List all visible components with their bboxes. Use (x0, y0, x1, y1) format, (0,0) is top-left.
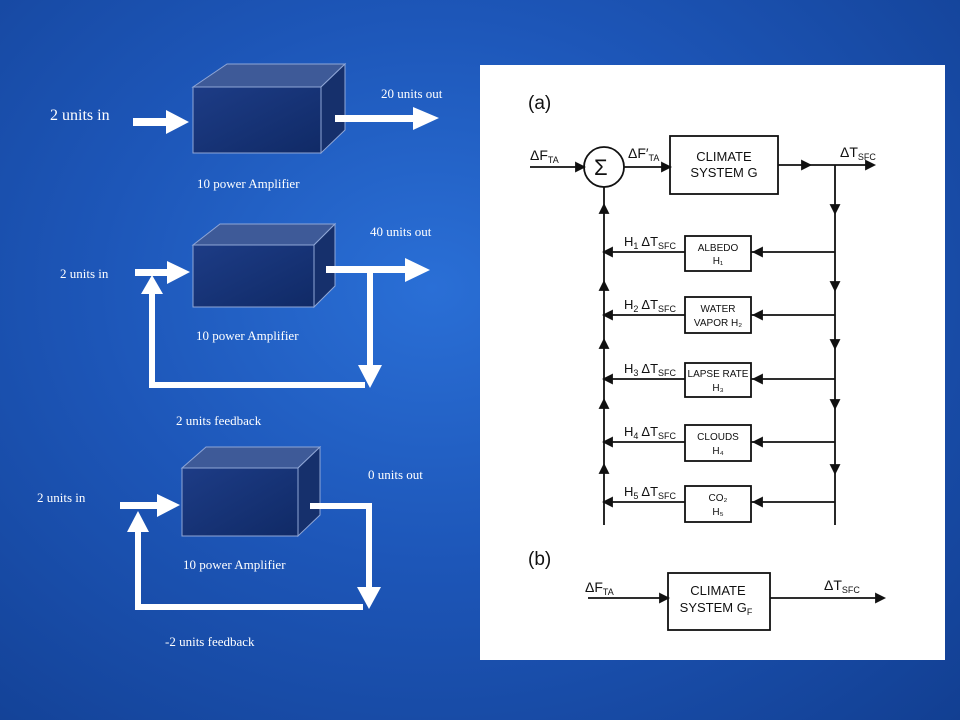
amplifier-1-amplifier-label: 10 power Amplifier (197, 176, 300, 191)
feedback-row-water-vapor (601, 296, 835, 334)
amplifier-2-amplifier-label: 10 power Amplifier (196, 328, 299, 343)
amplifier-2 (135, 222, 430, 388)
output-arrowhead (865, 159, 877, 171)
amplifier-3-output-arrow (310, 503, 372, 509)
amplifier-2-feedback-label: 2 units feedback (176, 413, 262, 428)
feedback-row-albedo (601, 235, 835, 272)
svg-text:CLOUDS: CLOUDS (697, 432, 739, 443)
svg-text:H₃: H₃ (712, 383, 723, 394)
svg-text:WATER: WATER (701, 304, 736, 315)
amplifier-3-amplifier-label: 10 power Amplifier (183, 557, 286, 572)
amplifier-1-output-arrow (335, 107, 439, 130)
output-delta-label: ΔTSFC (840, 144, 876, 162)
svg-text:H₄: H₄ (712, 446, 723, 457)
climate-to-node-arrowhead (801, 159, 813, 171)
amplifier-1-output-label: 20 units out (381, 86, 443, 101)
panel-b-label: (b) (528, 549, 551, 570)
amplifier-3-box-front (181, 467, 299, 537)
climate-box-line1: CLIMATE (696, 149, 752, 164)
climate-box-line2: SYSTEM G (690, 165, 757, 180)
climate-feedback-diagram: (a) (b) ΔFTA Σ ΔF′TA CLIMATE SYSTEM G ΔT… (528, 93, 887, 631)
amplifier-1-box-front (192, 86, 322, 154)
summed-delta-label: ΔF′TA (628, 145, 659, 163)
svg-text:CO₂: CO₂ (709, 493, 728, 504)
amplifier-2-box-front (192, 244, 315, 308)
amplifier-1-box-top (191, 63, 347, 88)
panel-a-label: (a) (528, 93, 551, 114)
amplifier-3 (120, 445, 381, 610)
svg-text:H₅: H₅ (712, 507, 723, 518)
summing-sigma: Σ (594, 155, 608, 180)
amplifier-2-output-arrow (326, 258, 430, 282)
amplifier-2-input-label: 2 units in (60, 266, 109, 281)
climate-feedback-figure: (a) (b) ΔFTA Σ ΔF′TA CLIMATE SYSTEM G ΔT… (480, 65, 945, 660)
panel-b-input-label: ΔFTA (585, 579, 614, 597)
panel-b-box-line2: SYSTEM GF (680, 600, 753, 617)
climate-system-gf-box (667, 572, 771, 631)
amplifier-1-input-label: 2 units in (50, 107, 110, 124)
svg-text:H₁: H₁ (713, 256, 724, 267)
amplifier-3-input-arrow (120, 494, 180, 517)
feedback-row-co2 (601, 485, 835, 523)
amplifier-1 (133, 62, 439, 155)
amplifier-1-input-arrow (133, 110, 189, 134)
feedback-row-lapse-rate (601, 362, 835, 398)
amplifier-3-feedback-label: -2 units feedback (165, 634, 255, 649)
panel-b-box-line1: CLIMATE (690, 583, 746, 598)
amplifier-2-output-label: 40 units out (370, 224, 432, 239)
input-arrowhead (575, 161, 587, 173)
amplifier-2-input-arrow (135, 261, 190, 284)
svg-text:VAPOR H₂: VAPOR H₂ (694, 318, 742, 329)
amplifier-3-feedback-loop (127, 503, 381, 610)
amplifier-3-input-label: 2 units in (37, 490, 86, 505)
amplifier-3-box-top (180, 446, 322, 469)
amplifier-3-output-label: 0 units out (368, 467, 423, 482)
input-delta-label: ΔFTA (530, 147, 559, 165)
sum-to-climate-arrowhead (661, 161, 673, 173)
panel-b-output-label: ΔTSFC (824, 577, 860, 595)
svg-text:LAPSE RATE: LAPSE RATE (688, 369, 749, 380)
svg-text:ALBEDO: ALBEDO (698, 243, 739, 254)
amplifier-2-feedback-loop (141, 269, 382, 388)
feedback-row-clouds (601, 424, 835, 462)
amplifier-2-box-top (191, 223, 337, 246)
